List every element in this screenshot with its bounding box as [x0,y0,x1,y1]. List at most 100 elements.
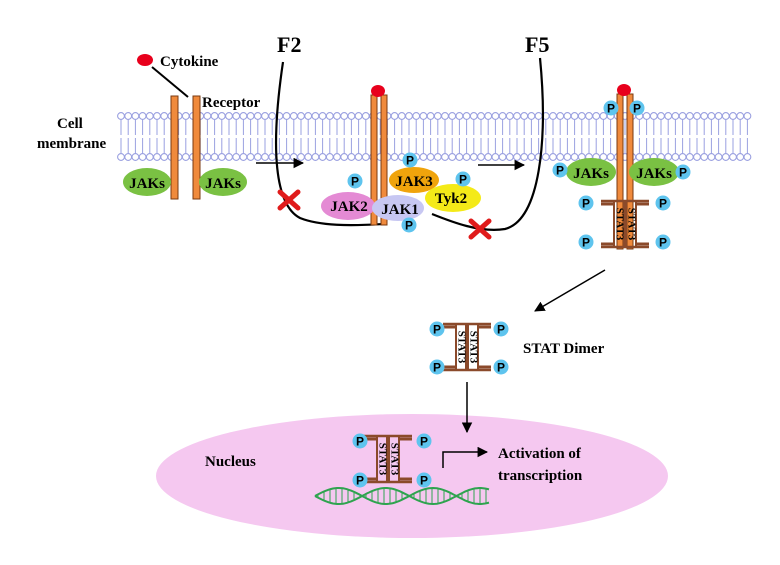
lipid-head-outer [693,112,701,120]
lipid-head-inner [736,153,745,161]
lipid-head-inner [671,153,680,161]
phosphate-circle [578,195,594,211]
receptor2-right-chain [380,94,388,226]
lipid-head-inner [469,153,478,161]
lipid-head-outer [556,112,565,120]
f5-inhibition-curve [431,57,544,231]
f5-block-x-icon [468,218,492,240]
receptor-label: Receptor [202,95,261,111]
lipid-head-outer [117,112,125,120]
lipid-head-outer [138,112,147,120]
lipid-head-inner [419,153,428,161]
phosphate-circle [655,234,671,250]
lipid-head-outer [462,112,471,120]
lipid-head-inner [160,153,169,161]
lipid-head-inner [138,153,147,161]
jaks-stage3-right-label: JAKs [636,166,672,182]
phosphate-circle [352,433,368,449]
lipid-head-outer [268,112,277,120]
lipid-head-inner [541,153,550,161]
lipid-head-outer [685,112,694,120]
lipid-head-outer [282,112,291,120]
stat-dimer-label: STAT Dimer [523,341,605,357]
lipid-head-outer [498,112,507,120]
lipid-head-inner [390,153,399,161]
phosphate-label: P [351,175,359,189]
lipid-head-inner [707,153,716,161]
phosphate-label: P [420,474,428,488]
phosphate-circle [401,217,417,233]
jak2-label: JAK2 [330,199,368,215]
dna-double-helix [314,486,490,506]
phosphate-circle [675,164,691,180]
stat-left-label: STAT3 [613,208,625,241]
phosphate-circle [402,152,418,168]
phosphate-circle [347,173,363,189]
lipid-head-outer [721,112,730,120]
lipid-head-inner [563,153,572,161]
lipid-head-outer [642,112,651,120]
lipid-head-inner [556,153,565,161]
lipid-head-outer [585,112,593,120]
phosphate-label: P [582,236,590,250]
lipid-head-inner [570,153,579,161]
lipid-head-inner [678,153,687,161]
phosphate-label: P [633,102,641,116]
lipid-head-inner [743,153,752,161]
lipid-head-outer [477,112,485,120]
phosphate-circle [416,472,432,488]
lipid-head-inner [714,153,723,161]
lipid-head-outer [448,112,457,120]
jak3-blob [389,167,439,193]
lipid-head-inner [210,153,219,161]
lipid-head-outer [412,112,421,120]
lipid-head-outer [743,112,752,120]
lipid-head-inner [455,153,464,161]
lipid-head-inner [448,153,457,161]
lipid-head-outer [225,112,233,120]
activation-label-line2: transcription [498,468,583,484]
nucleus-ellipse [156,414,668,538]
phosphate-circle [552,162,568,178]
lipid-head-inner [441,153,449,161]
lipid-head-outer [325,112,334,120]
stat-left-label: STAT3 [376,443,388,476]
phosphate-label: P [679,166,687,180]
phosphate-label: P [497,361,505,375]
lipid-head-outer [729,112,737,120]
lipid-head-outer [707,112,716,120]
phosphate-label: P [356,435,364,449]
phosphate-circle [629,100,645,116]
lipid-head-outer [217,112,226,120]
lipid-head-inner [484,153,493,161]
lipid-head-outer [527,112,536,120]
lipid-head-inner [347,153,356,161]
phosphate-label: P [433,323,441,337]
lipid-head-inner [361,153,370,161]
lipid-head-inner [325,153,334,161]
lipid-head-outer [304,112,313,120]
lipid-head-outer [599,112,608,120]
lipid-head-inner [203,153,212,161]
receptor-right-chain [192,95,201,200]
lipid-head-outer [563,112,572,120]
lipid-head-outer [469,112,478,120]
transcription-start-arrow [442,446,489,468]
cell-membrane [117,112,752,161]
jaks-stage3-right [629,158,679,186]
lipid-head-outer [570,112,579,120]
dimer-release-arrow [534,269,606,312]
cytokine-ligand [137,54,153,66]
lipid-head-outer [736,112,745,120]
lipid-head-inner [289,153,298,161]
lipid-head-outer [649,112,658,120]
phosphate-label: P [497,323,505,337]
lipid-head-outer [340,112,349,120]
phosphate-label: P [406,154,414,168]
lipid-head-outer [520,112,529,120]
lipid-head-inner [513,153,521,161]
lipid-head-outer [714,112,723,120]
